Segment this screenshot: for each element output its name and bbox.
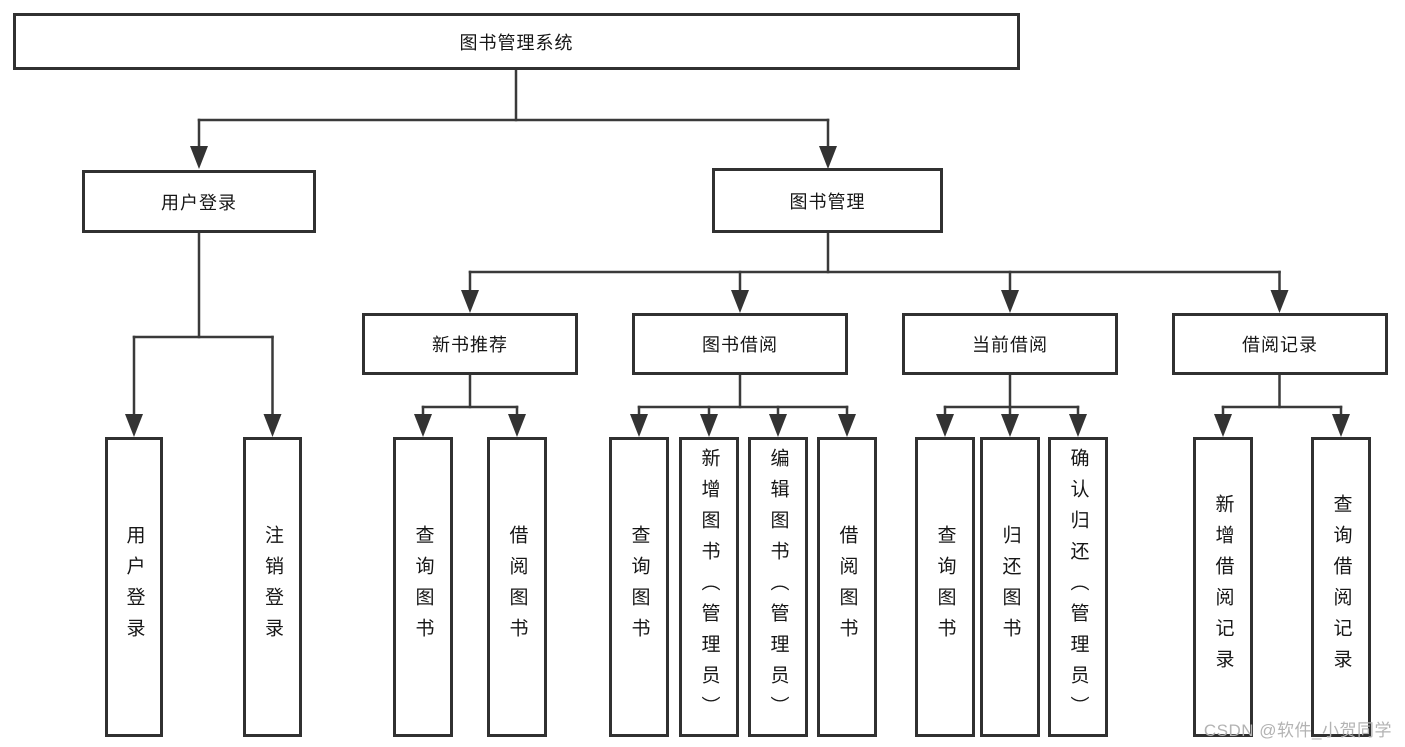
leaf-borrow-books: 借阅图书 (817, 437, 877, 737)
leaf-logout-label: 注销登录 (262, 525, 283, 649)
node-book-borrow: 图书借阅 (632, 313, 848, 375)
leaf-query-books-recommend-label: 查询图书 (412, 525, 434, 649)
node-borrow-records: 借阅记录 (1172, 313, 1388, 375)
arrowheads (125, 146, 1350, 437)
leaf-add-books-admin-label: 新增图书（管理员） (698, 447, 720, 727)
leaf-add-books-admin: 新增图书（管理员） (679, 437, 739, 737)
node-new-book-recommend: 新书推荐 (362, 313, 578, 375)
leaf-return-books: 归还图书 (980, 437, 1040, 737)
leaf-borrow-books-recommend: 借阅图书 (487, 437, 547, 737)
node-user-login-label: 用户登录 (161, 192, 237, 213)
node-borrow-records-label: 借阅记录 (1242, 335, 1318, 355)
leaf-add-borrow-record-label: 新增借阅记录 (1212, 494, 1234, 680)
leaf-query-books-current: 查询图书 (915, 437, 975, 737)
leaf-edit-books-admin: 编辑图书（管理员） (748, 437, 808, 737)
node-root-label: 图书管理系统 (459, 32, 574, 53)
csdn-watermark: CSDN @软件_小贺同学 (1203, 721, 1392, 740)
leaf-confirm-return-admin-label: 确认归还（管理员） (1067, 447, 1089, 727)
leaf-logout: 注销登录 (243, 437, 302, 737)
node-new-book-recommend-label: 新书推荐 (432, 335, 508, 355)
leaf-confirm-return-admin: 确认归还（管理员） (1048, 437, 1108, 737)
leaf-query-books-current-label: 查询图书 (934, 525, 956, 649)
leaf-add-borrow-record: 新增借阅记录 (1193, 437, 1253, 737)
node-root: 图书管理系统 (13, 13, 1020, 70)
leaf-user-login-label: 用户登录 (123, 525, 145, 649)
leaf-edit-books-admin-label: 编辑图书（管理员） (767, 447, 789, 727)
node-book-management-branch: 图书管理 (712, 168, 943, 233)
leaf-query-books-borrow-label: 查询图书 (628, 525, 650, 649)
leaf-query-books-recommend: 查询图书 (393, 437, 453, 737)
node-user-login-branch: 用户登录 (82, 170, 316, 233)
node-book-borrow-label: 图书借阅 (702, 335, 778, 355)
leaf-borrow-books-recommend-label: 借阅图书 (506, 525, 528, 649)
node-current-borrow-label: 当前借阅 (972, 335, 1048, 355)
leaf-query-books-borrow: 查询图书 (609, 437, 669, 737)
node-book-management-label: 图书管理 (789, 191, 866, 212)
leaf-query-borrow-record-label: 查询借阅记录 (1330, 494, 1352, 680)
node-current-borrow: 当前借阅 (902, 313, 1118, 375)
leaf-query-borrow-record: 查询借阅记录 (1311, 437, 1371, 737)
leaf-borrow-books-label: 借阅图书 (836, 525, 858, 649)
leaf-user-login: 用户登录 (105, 437, 163, 737)
leaf-return-books-label: 归还图书 (999, 525, 1021, 649)
